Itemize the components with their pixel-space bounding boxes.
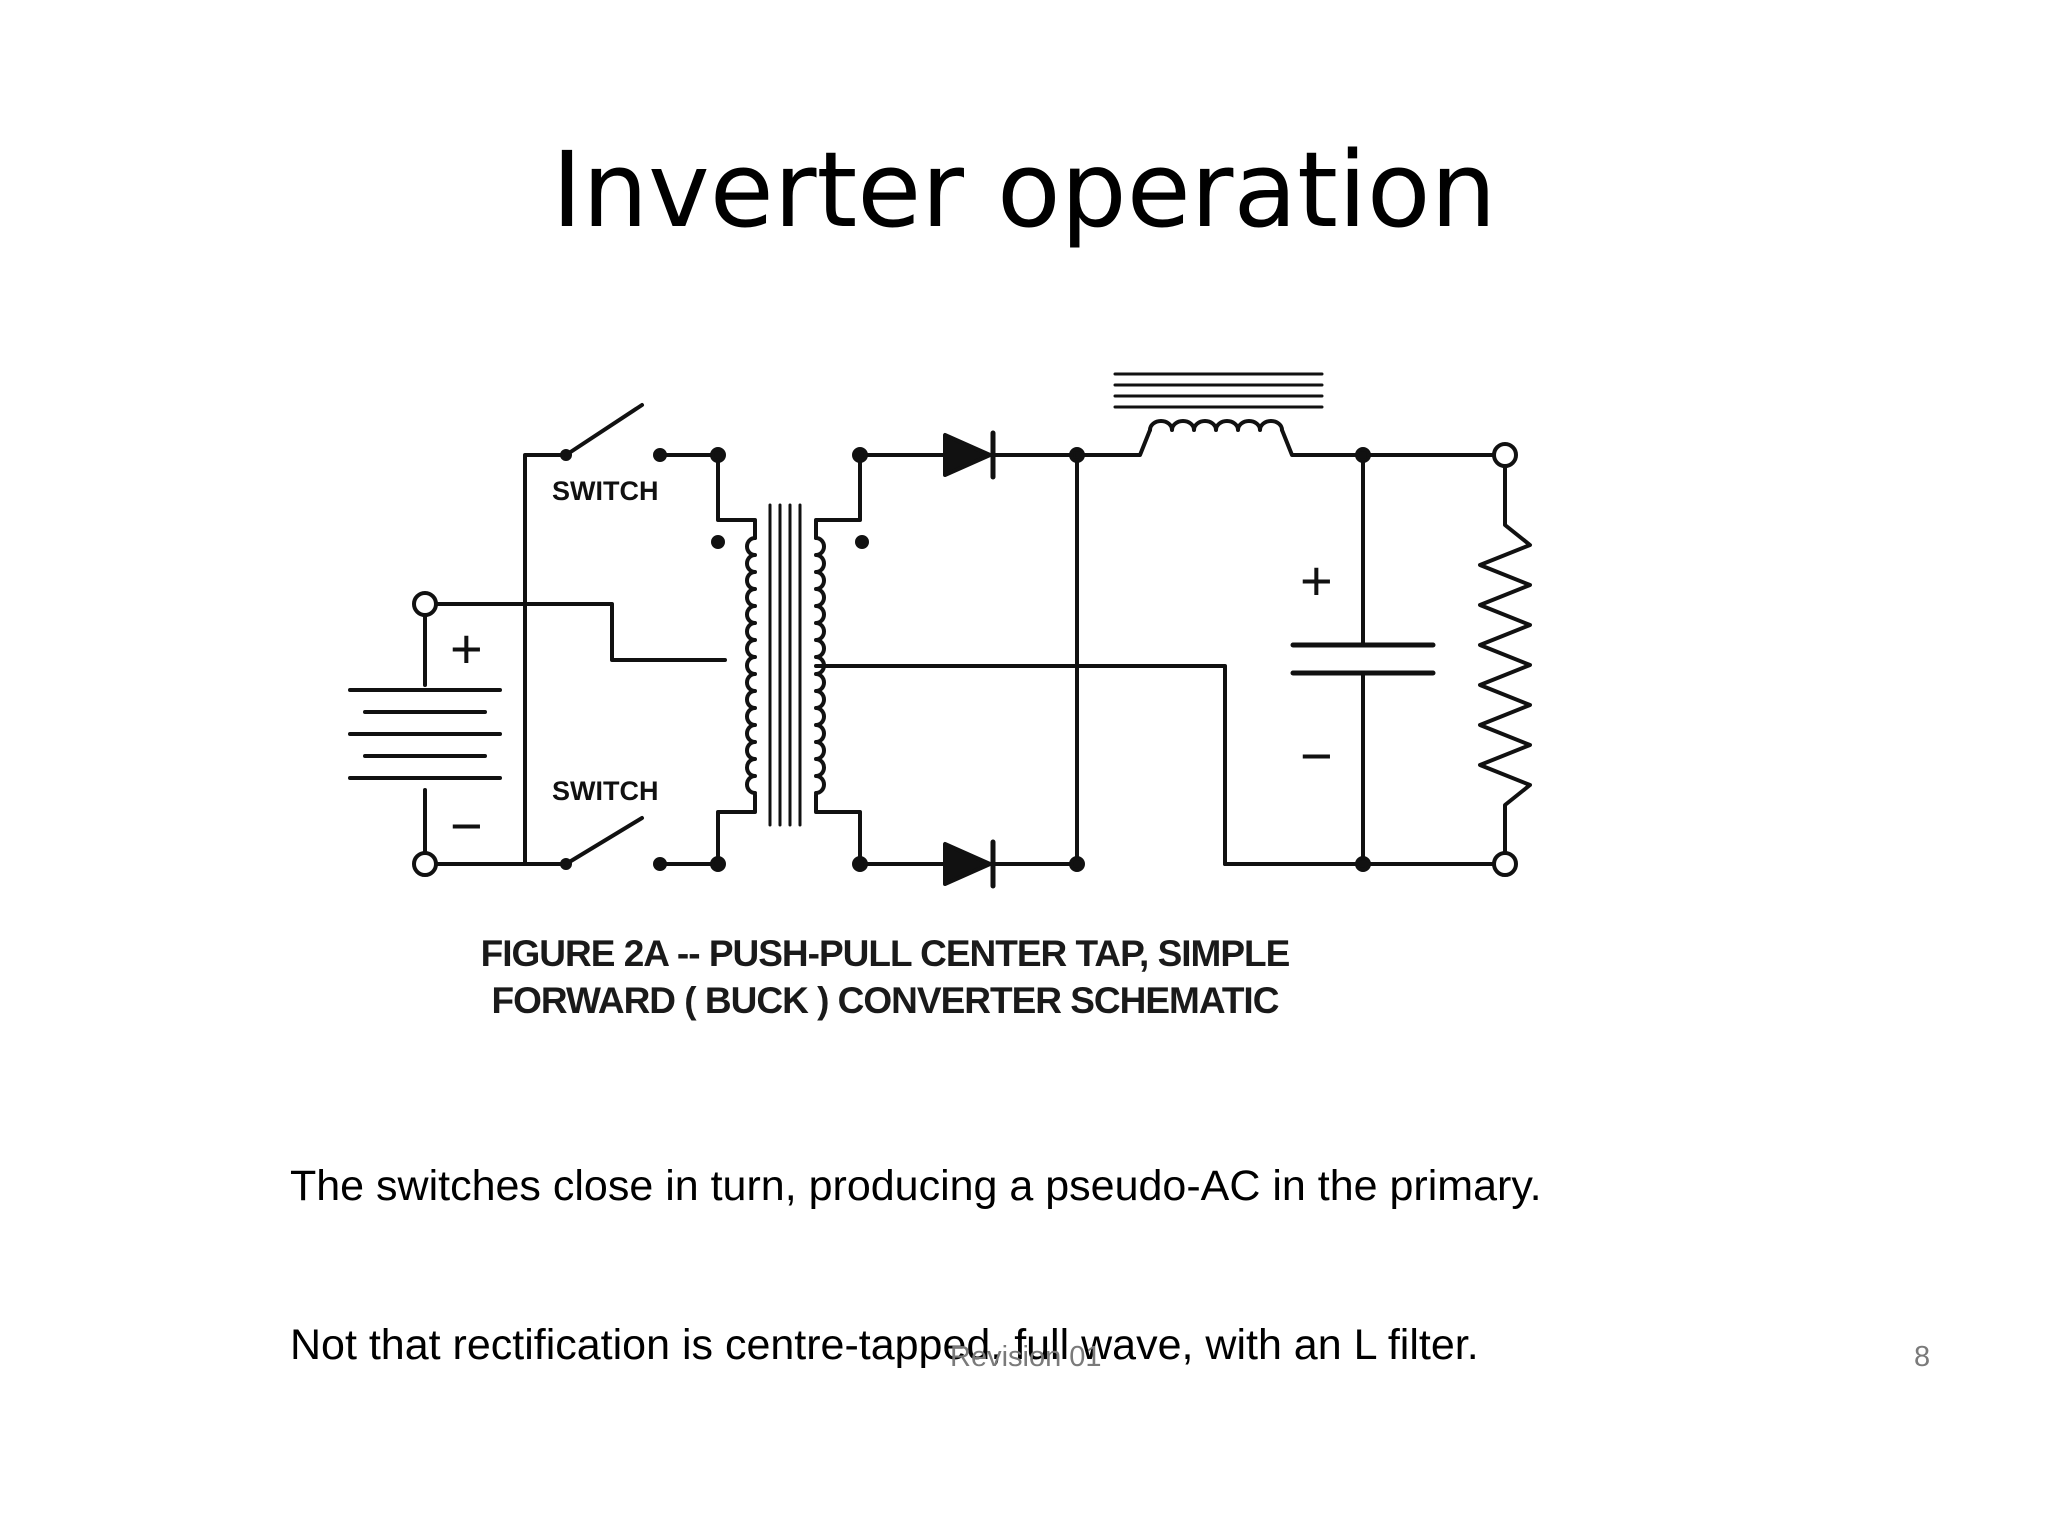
capacitor-plus-label: + — [1300, 549, 1333, 612]
primary-wiring — [434, 453, 757, 866]
battery-minus-label: − — [450, 794, 483, 857]
switch-bottom-label: SWITCH — [552, 776, 658, 806]
figure-caption-line-2: FORWARD ( BUCK ) CONVERTER SCHEMATIC — [491, 980, 1280, 1021]
switch-bottom-icon — [560, 816, 726, 872]
capacitor-minus-label: − — [1300, 724, 1333, 787]
push-pull-converter-schematic: SWITCH SWITCH + − + − — [348, 372, 1532, 889]
body-paragraph-2: Not that rectification is centre-tapped,… — [290, 1321, 1479, 1369]
switch-top-label: SWITCH — [552, 476, 658, 506]
resistor-icon — [1478, 442, 1532, 877]
secondary-wiring — [814, 447, 1227, 872]
footer-revision: Revision 01 — [950, 1341, 1102, 1373]
rectifier-junction — [1069, 447, 1085, 872]
figure-caption-line-1: FIGURE 2A -- PUSH-PULL CENTER TAP, SIMPL… — [480, 933, 1291, 974]
transformer-icon — [711, 503, 869, 827]
diode-top-icon — [943, 430, 1079, 480]
body-paragraph-1: The switches close in turn, producing a … — [290, 1162, 1542, 1210]
page-number: 8 — [1914, 1341, 1931, 1373]
capacitor-icon — [1290, 447, 1436, 872]
switch-top-icon — [560, 403, 726, 463]
inductor-icon — [1075, 372, 1517, 457]
slide-title: Inverter operation — [551, 129, 1497, 251]
battery-plus-label: + — [450, 617, 483, 680]
diode-bottom-icon — [943, 839, 1079, 889]
